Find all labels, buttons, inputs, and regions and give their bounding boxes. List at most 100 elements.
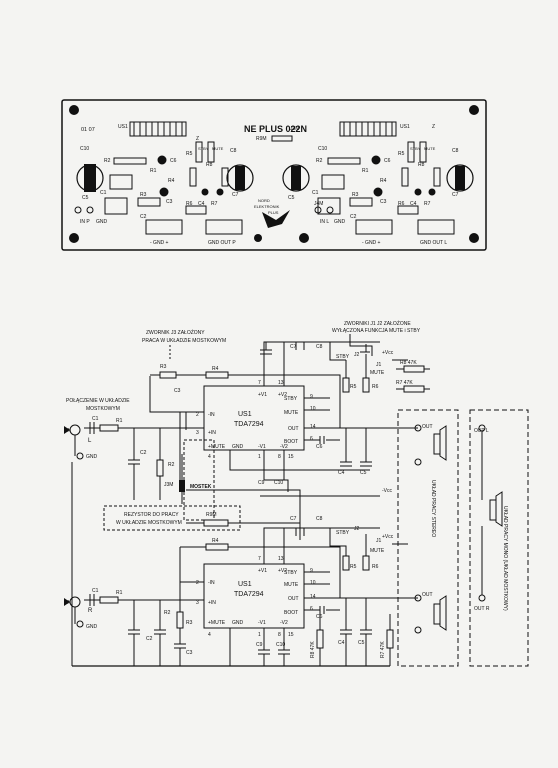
connector-label: IN — [66, 600, 71, 606]
pin-number: 7 — [258, 556, 261, 562]
pcb-label: C3 — [166, 199, 173, 205]
part-label: J3M — [164, 482, 173, 488]
pcb-label: GND OUT L — [420, 240, 447, 246]
part-label: R6 — [372, 384, 379, 390]
rail-label: +Vcc — [382, 534, 394, 540]
part-label: C6 — [316, 614, 323, 620]
pcb-label: US1 — [400, 124, 410, 130]
pin-label: STBY — [284, 570, 298, 576]
mono-mode-label: UKŁAD PRACY MONO (UKŁAD MOSTKOWY) — [502, 506, 508, 611]
logo-text: ELEKTRONIK — [254, 204, 280, 209]
pcb-label: R2 — [316, 158, 323, 164]
mostek-label: MOSTEK — [190, 484, 212, 490]
connector-label: L — [88, 438, 92, 444]
pcb-label: Z — [432, 124, 435, 130]
part-label: R3 — [186, 620, 193, 626]
chip-name: US1 — [238, 411, 252, 418]
part-label: MUTE — [370, 548, 385, 554]
pcb-label: C4 — [198, 201, 205, 207]
pcb-label: C7 — [232, 192, 239, 198]
pcb-label: GND — [334, 219, 346, 225]
part-label: C10 — [274, 480, 283, 486]
pcb-label: IN L — [320, 219, 329, 225]
part-label: C1 — [92, 588, 99, 594]
pcb-label: C10 — [318, 146, 327, 152]
pcb-label: US1 — [118, 124, 128, 130]
rail-label: -Vcc — [382, 488, 393, 494]
pcb-label: C1 — [312, 190, 319, 196]
pcb-label: R8 — [206, 162, 213, 168]
pcb-label: MUTE — [424, 146, 436, 151]
pin-number: 4 — [208, 454, 211, 460]
pin-number: 15 — [288, 632, 294, 638]
part-label: R8 47K — [400, 360, 417, 366]
pcb-label: R6 — [398, 201, 405, 207]
part-label: C6 — [316, 444, 323, 450]
connector-label: R — [88, 608, 93, 614]
pcb-label: R4 — [168, 178, 175, 184]
pin-number: 2 — [196, 580, 199, 586]
pin-number: 8 — [278, 454, 281, 460]
part-label: C7 — [290, 516, 297, 522]
logo-text: NORD — [258, 198, 270, 203]
stereo-mode-box — [397, 409, 459, 667]
part-label: R9M — [206, 512, 217, 518]
pcb-label: C6 — [170, 158, 177, 164]
pcb-label: C7 — [452, 192, 459, 198]
mounting-holes — [69, 105, 479, 243]
note-bridge-input: POŁĄCZENIE W UKŁADZIE — [66, 398, 130, 404]
note-j1-jumpers-2: WYŁĄCZONA FUNKCJA MUTE i STBY — [332, 328, 421, 334]
stereo-mode-label: UKŁAD PRACY STEREO — [430, 480, 436, 537]
heatsink-right — [339, 121, 397, 137]
pcb-label: R4 — [380, 178, 387, 184]
part-label: C7 — [290, 344, 297, 350]
pcb-label: STBY — [198, 146, 209, 151]
pin-number: 14 — [310, 424, 316, 430]
part-label: C1 — [92, 416, 99, 422]
pcb-label: C3 — [380, 199, 387, 205]
part-label: R7 47K — [396, 380, 413, 386]
pin-label: +V2 — [278, 392, 287, 398]
pin-label: -IN — [208, 580, 215, 586]
pcb-label: C8 — [230, 148, 237, 154]
pcb-right-channel: US1 C10 C6 C8 C7 C5 C1 C2 — [282, 121, 474, 246]
note-j1-jumpers: ZWORNIKI J1 J2 ZAŁOŻONE — [344, 320, 411, 327]
pcb-label: R2 — [104, 158, 111, 164]
pcb-label: R1 — [362, 168, 369, 174]
mono-mode-box — [469, 409, 529, 667]
tda7294-chip-bottom — [203, 563, 305, 629]
pcb-label: R8 — [418, 162, 425, 168]
pcb-label: R5 — [186, 151, 193, 157]
pin-label: BOOT — [284, 439, 298, 445]
pcb-label: C5 — [82, 195, 89, 201]
part-label: C8 — [316, 516, 323, 522]
pcb-label: R3 — [352, 192, 359, 198]
part-label: STBY — [336, 354, 350, 360]
nord-elektronik-logo: NORD ELEKTRONIK PLUS — [254, 198, 290, 228]
pin-label: -V2 — [280, 444, 288, 450]
part-label: R1 — [116, 590, 123, 596]
pin-number: 13 — [278, 556, 284, 562]
pcb-label: STBY — [410, 146, 421, 151]
part-label: R6 — [372, 564, 379, 570]
pin-label: +IN — [208, 430, 216, 436]
pcb-label: C2 — [350, 214, 357, 220]
part-label: C2 — [140, 450, 147, 456]
schematic: ZWORNIK J3 ZAŁOŻONY PRACA W UKŁADZIE MOS… — [64, 320, 529, 667]
pin-label: STBY — [284, 396, 298, 402]
pcb-label: J3M — [290, 126, 299, 132]
pcb-label: C8 — [452, 148, 459, 154]
pin-label: OUT — [288, 596, 299, 602]
pcb-title: NE PLUS 022N — [244, 124, 307, 134]
pin-number: 7 — [258, 380, 261, 386]
note-bridge-resistor-2: W UKŁADZIE MOSTKOWYM — [116, 520, 182, 526]
pin-label: +IN — [208, 600, 216, 606]
connector-label: OUT R — [474, 606, 490, 612]
pcb-label: R6 — [186, 201, 193, 207]
pcb-label: IN P — [80, 219, 90, 225]
pin-label: -IN — [208, 412, 215, 418]
pin-label: +V1 — [258, 392, 267, 398]
chip-part: TDA7294 — [234, 421, 264, 428]
pcb-label: J4M — [314, 201, 323, 207]
